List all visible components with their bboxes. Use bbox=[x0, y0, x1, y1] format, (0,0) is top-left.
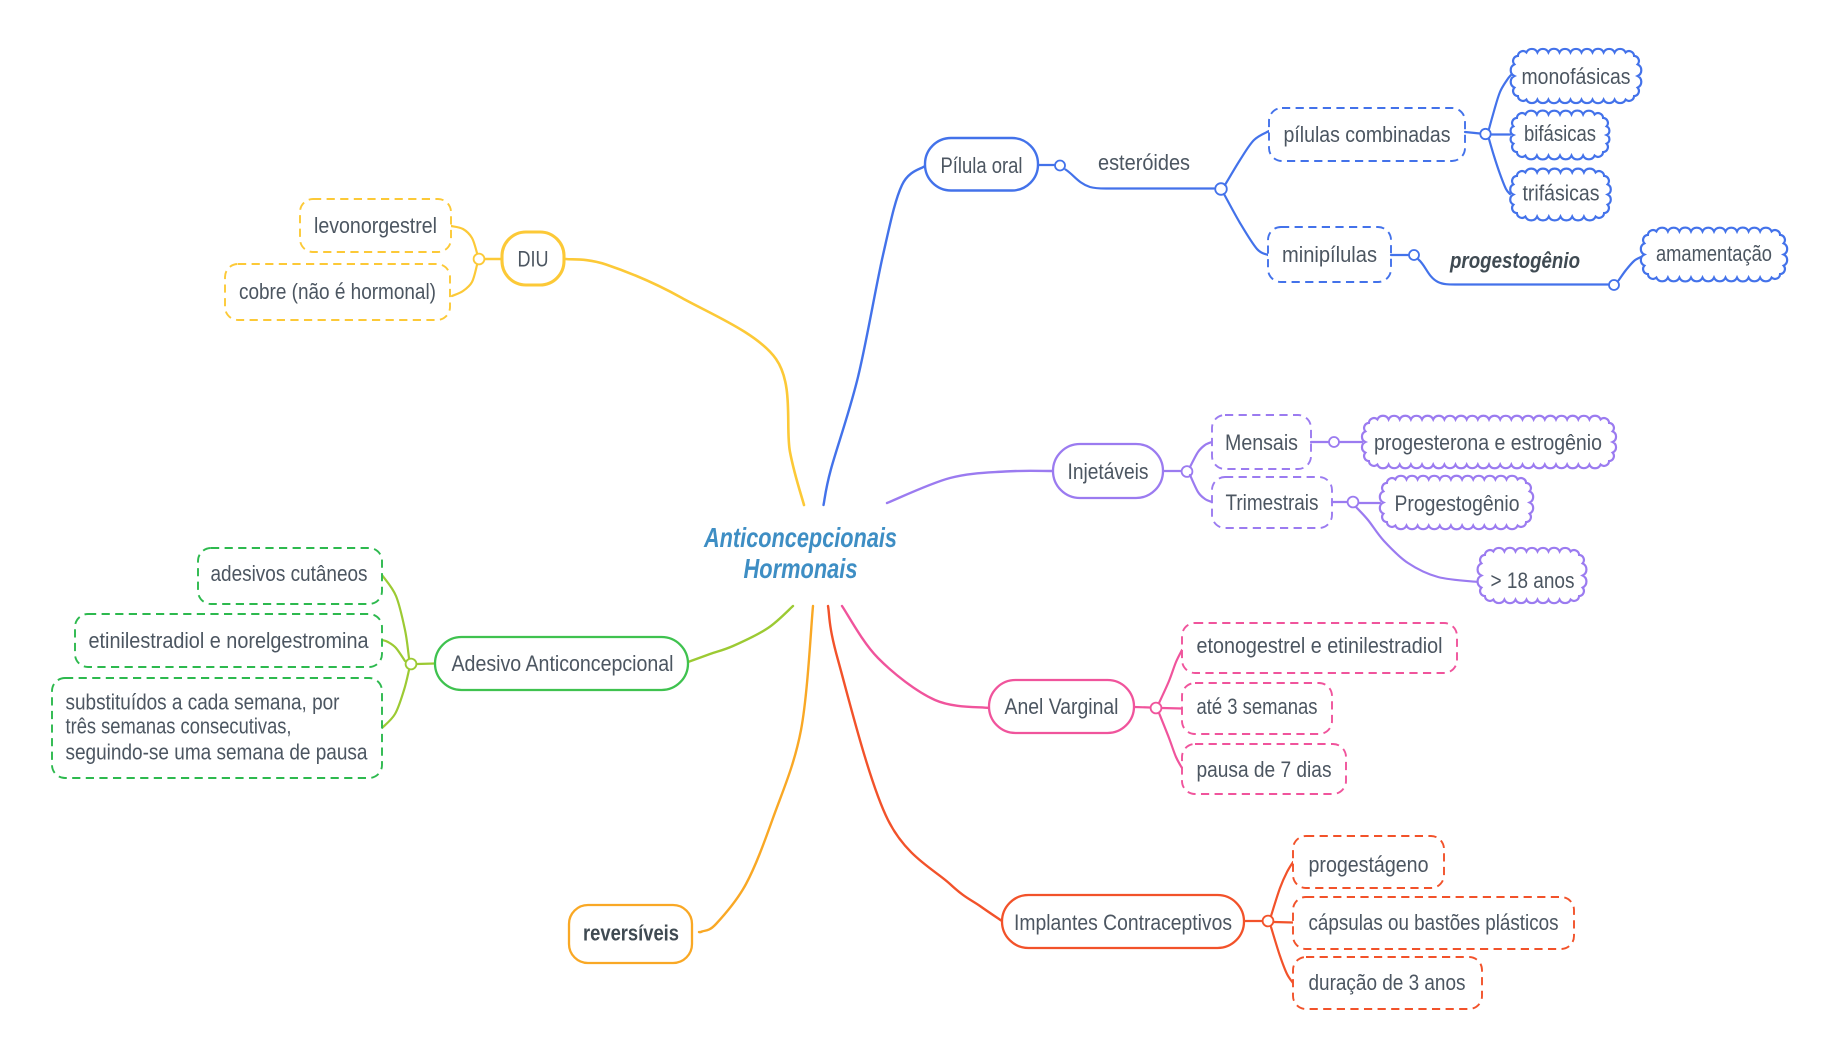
svg-text:etinilestradiol e norelgestrom: etinilestradiol e norelgestromina bbox=[89, 628, 369, 653]
svg-text:progestogênio: progestogênio bbox=[1449, 248, 1580, 273]
svg-text:Pílula oral: Pílula oral bbox=[941, 153, 1023, 178]
svg-text:levonorgestrel: levonorgestrel bbox=[314, 213, 437, 238]
svg-text:amamentação: amamentação bbox=[1656, 241, 1772, 266]
svg-text:> 18 anos: > 18 anos bbox=[1491, 568, 1575, 593]
svg-text:Trimestrais: Trimestrais bbox=[1226, 490, 1319, 515]
svg-text:substituídos a cada semana, po: substituídos a cada semana, por bbox=[66, 690, 340, 715]
svg-text:minipílulas: minipílulas bbox=[1282, 242, 1377, 267]
svg-text:seguindo-se uma semana de paus: seguindo-se uma semana de pausa bbox=[66, 740, 368, 765]
svg-text:Hormonais: Hormonais bbox=[744, 553, 858, 584]
svg-text:progesterona e estrogênio: progesterona e estrogênio bbox=[1374, 430, 1602, 455]
svg-text:pausa de 7 dias: pausa de 7 dias bbox=[1197, 757, 1332, 782]
svg-text:etonogestrel e etinilestradiol: etonogestrel e etinilestradiol bbox=[1197, 633, 1443, 658]
svg-text:progestágeno: progestágeno bbox=[1309, 852, 1429, 877]
svg-text:cobre (não é hormonal): cobre (não é hormonal) bbox=[239, 279, 436, 304]
svg-text:Anel Varginal: Anel Varginal bbox=[1005, 694, 1119, 719]
svg-text:Injetáveis: Injetáveis bbox=[1068, 459, 1149, 484]
svg-text:três semanas consecutivas,: três semanas consecutivas, bbox=[66, 714, 292, 739]
svg-text:duração de 3 anos: duração de 3 anos bbox=[1309, 970, 1466, 995]
svg-text:adesivos cutâneos: adesivos cutâneos bbox=[211, 561, 368, 586]
svg-text:monofásicas: monofásicas bbox=[1522, 64, 1631, 89]
svg-text:DIU: DIU bbox=[518, 247, 549, 272]
svg-text:pílulas combinadas: pílulas combinadas bbox=[1284, 122, 1451, 147]
svg-text:reversíveis: reversíveis bbox=[583, 921, 679, 946]
svg-text:até 3 semanas: até 3 semanas bbox=[1197, 694, 1318, 719]
svg-text:Adesivo Anticoncepcional: Adesivo Anticoncepcional bbox=[452, 651, 674, 676]
svg-text:cápsulas ou bastões plásticos: cápsulas ou bastões plásticos bbox=[1309, 910, 1559, 935]
svg-text:Progestogênio: Progestogênio bbox=[1395, 491, 1520, 516]
svg-text:bifásicas: bifásicas bbox=[1524, 121, 1596, 146]
svg-text:trifásicas: trifásicas bbox=[1523, 181, 1600, 206]
svg-text:Implantes Contraceptivos: Implantes Contraceptivos bbox=[1014, 910, 1232, 935]
svg-text:Mensais: Mensais bbox=[1225, 430, 1298, 455]
svg-text:Anticoncepcionais: Anticoncepcionais bbox=[703, 522, 897, 553]
svg-text:esteróides: esteróides bbox=[1098, 150, 1190, 175]
